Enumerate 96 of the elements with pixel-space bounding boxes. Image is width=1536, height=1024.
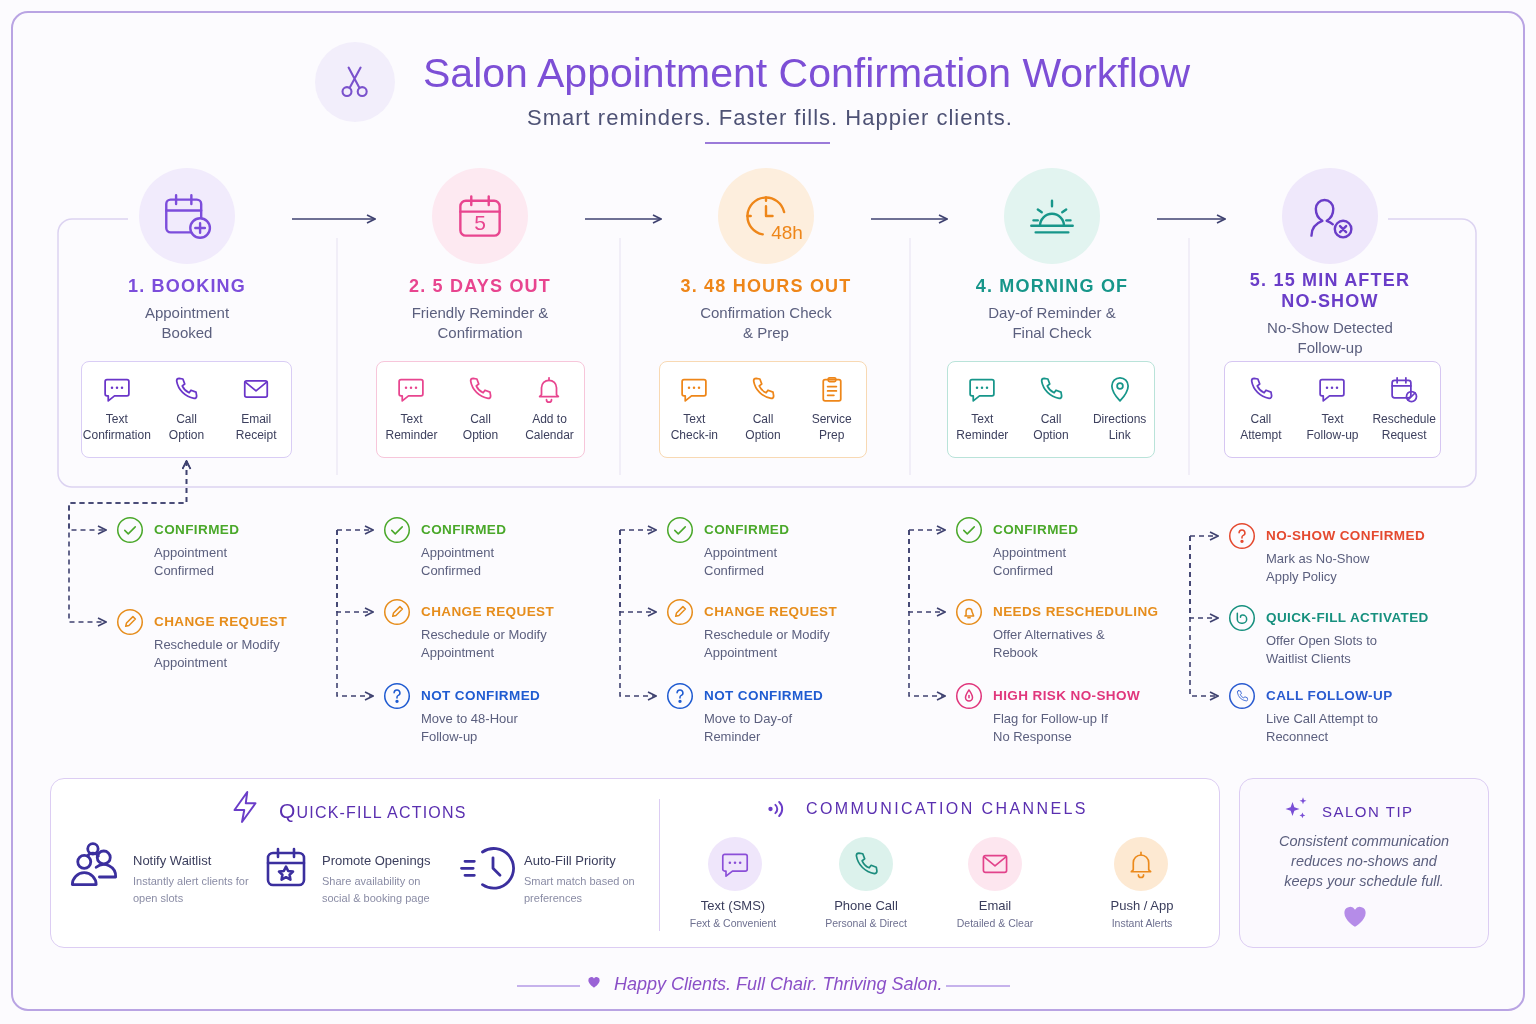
outcome-description: Appointment Confirmed	[704, 544, 778, 580]
stage-heading: 5. 15 MIN AFTER NO-SHOW	[1248, 270, 1412, 312]
outcome-description: Reschedule or Modify Appointment	[421, 626, 548, 662]
outcome-title: NOT CONFIRMED	[704, 687, 824, 705]
section-heading: COMMUNICATION CHANNELS	[806, 800, 1088, 818]
tagline: Happy Clients. Full Chair. Thriving Salon.	[614, 974, 943, 995]
actions-panel	[50, 778, 1220, 948]
channel-label: Text Confirmation	[81, 411, 152, 443]
channel-panel	[376, 361, 585, 458]
dashed-arrow	[336, 529, 374, 701]
outcome-title: CONFIRMED	[421, 521, 507, 539]
channel-name: Phone Call	[833, 898, 899, 914]
stage-subtitle: Confirmation Check & Prep	[699, 303, 833, 343]
outcome-description: Flag for Follow-up If No Response	[993, 710, 1109, 746]
channel-panel	[1224, 361, 1441, 458]
action-description: Smart match based on preferences	[524, 874, 636, 906]
dashed-arrow	[908, 525, 946, 535]
section-heading: QUICK-FILL ACTIONS	[279, 799, 467, 823]
channel-label: Call Option	[167, 411, 206, 443]
dashed-arrow	[619, 525, 657, 535]
channel-name: Email	[977, 898, 1013, 914]
channel-label: Text Check-in	[669, 411, 719, 443]
outcome-description: Live Call Attempt to Reconnect	[1266, 710, 1379, 746]
dashed-arrow	[336, 525, 374, 535]
tip-card	[1239, 778, 1489, 948]
channel-label: Reschedule Request	[1371, 411, 1437, 443]
outcome-description: Appointment Confirmed	[993, 544, 1067, 580]
stage-heading: 3. 48 HOURS OUT	[679, 276, 853, 297]
outcome-title: CALL FOLLOW-UP	[1266, 687, 1393, 705]
channel-label: Text Reminder	[384, 411, 439, 443]
stage-subtitle: Day-of Reminder & Final Check	[987, 303, 1117, 343]
outcome-title: CHANGE REQUEST	[421, 603, 555, 621]
outcome-title: HIGH RISK NO-SHOW	[993, 687, 1141, 705]
action-title: Auto-Fill Priority	[524, 853, 617, 869]
outcome-title: CONFIRMED	[154, 521, 240, 539]
channel-description: Instant Alerts	[1110, 917, 1174, 930]
outcome-title: CONFIRMED	[704, 521, 790, 539]
outcome-title: NOT CONFIRMED	[421, 687, 541, 705]
stage-heading: 1. BOOKING	[127, 276, 247, 297]
outcome-title: NO-SHOW CONFIRMED	[1266, 527, 1426, 545]
outcome-description: Move to 48-Hour Follow-up	[421, 710, 519, 746]
tip-text: Consistent communication reduces no-shows and keeps your schedule full.	[1277, 832, 1451, 891]
outcome-title: CHANGE REQUEST	[154, 613, 288, 631]
dashed-arrow	[1189, 535, 1219, 701]
dashed-arrow	[908, 529, 946, 701]
tip-heading: SALON TIP	[1322, 803, 1414, 820]
outcome-title: CONFIRMED	[993, 521, 1079, 539]
channel-description: Detailed & Clear	[955, 917, 1035, 930]
channel-panel	[947, 361, 1155, 458]
channel-label: Call Option	[461, 411, 500, 443]
dashed-arrow	[619, 529, 657, 701]
outcome-description: Appointment Confirmed	[154, 544, 228, 580]
outcome-description: Offer Open Slots to Waitlist Clients	[1266, 632, 1379, 668]
channel-description: Personal & Direct	[824, 917, 908, 930]
outcome-description: Reschedule or Modify Appointment	[704, 626, 831, 662]
channel-label: Directions Link	[1091, 411, 1148, 443]
dashed-arrow	[68, 460, 192, 627]
outcome-description: Move to Day-of Reminder	[704, 710, 794, 746]
stage-subtitle: Friendly Reminder & Confirmation	[410, 303, 550, 343]
arrow	[870, 214, 948, 224]
outcome-description: Appointment Confirmed	[421, 544, 495, 580]
outcome-description: Reschedule or Modify Appointment	[154, 636, 281, 672]
calendar-day-number: 5	[473, 210, 487, 236]
stage-heading: 2. 5 DAYS OUT	[408, 276, 552, 297]
stage-subtitle: Appointment Booked	[143, 303, 231, 343]
arrow	[291, 214, 376, 224]
channel-label: Email Receipt	[234, 411, 278, 443]
channel-label: Call Option	[744, 411, 782, 443]
outcome-description: Mark as No-Show Apply Policy	[1266, 550, 1371, 586]
action-title: Notify Waitlist	[133, 853, 213, 869]
outcome-title: CHANGE REQUEST	[704, 603, 838, 621]
channel-label: Add to Calendar	[524, 411, 575, 443]
channel-label: Text Reminder	[955, 411, 1010, 443]
action-description: Instantly alert clients for open slots	[133, 874, 250, 906]
channel-name: Push / App	[1109, 898, 1175, 914]
channel-label: Call Attempt	[1239, 411, 1283, 443]
channel-label: Call Option	[1032, 411, 1070, 443]
action-description: Share availability on social & booking page	[322, 874, 431, 906]
channel-label: Service Prep	[810, 411, 853, 443]
channel-name: Text (SMS)	[699, 898, 767, 914]
channel-panel	[81, 361, 292, 458]
title: Salon Appointment Confirmation Workflow	[423, 50, 1191, 97]
stage-heading: 4. MORNING OF	[974, 276, 1130, 297]
action-title: Promote Openings	[322, 853, 432, 869]
subtitle: Smart reminders. Faster fills. Happier clients.	[526, 104, 1014, 132]
channel-panel	[659, 361, 867, 458]
arrow	[1156, 214, 1226, 224]
outcome-title: QUICK-FILL ACTIVATED	[1266, 609, 1429, 627]
stage-subtitle: No-Show Detected Follow-up	[1266, 318, 1394, 358]
hours-label: 48h	[770, 221, 804, 245]
channel-description: Fext & Convenient	[688, 917, 778, 930]
outcome-description: Offer Alternatives & Rebook	[993, 626, 1106, 662]
arrow	[584, 214, 662, 224]
dashed-arrow	[1189, 531, 1219, 541]
channel-label: Text Follow-up	[1305, 411, 1360, 443]
outcome-title: NEEDS RESCHEDULING	[993, 603, 1159, 621]
